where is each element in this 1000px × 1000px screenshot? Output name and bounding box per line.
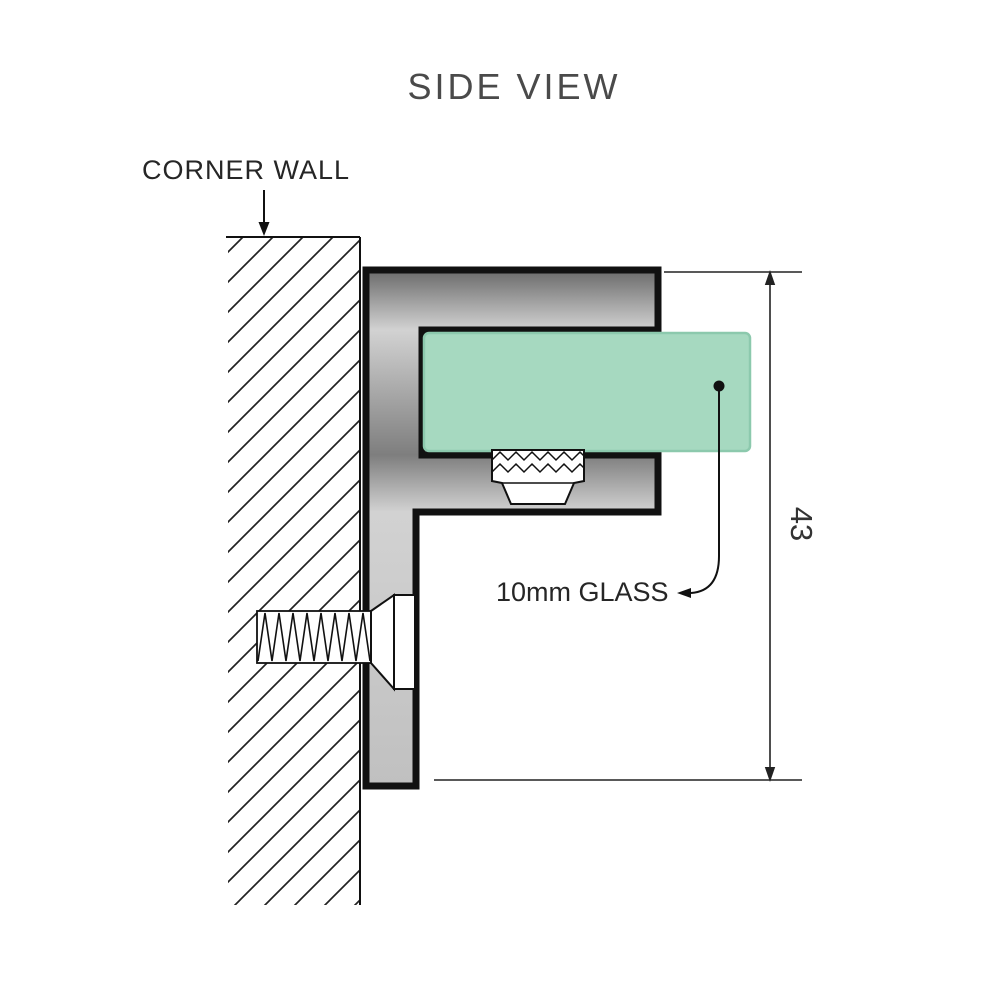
- glass-leader-arrow-icon: [677, 588, 691, 598]
- wall-screw: [256, 593, 416, 692]
- glass-label: 10mm GLASS: [496, 577, 669, 607]
- wall-screw-shaft: [256, 610, 372, 664]
- bracket-profile: [362, 266, 662, 790]
- wall-section-hatch: [228, 237, 360, 905]
- dimension-arrow-up-icon: [764, 270, 776, 285]
- grub-screw-body: [491, 449, 585, 505]
- glass-callout-dot: [713, 380, 725, 392]
- grub-screw-thread-line: [491, 462, 585, 474]
- glass-panel: [422, 331, 752, 453]
- page-title: SIDE VIEW: [407, 66, 620, 107]
- dimension-label: 43: [784, 507, 819, 541]
- grub-screw: [491, 449, 585, 505]
- glass-leader-line: [690, 391, 720, 594]
- corner-wall-arrow-icon: [258, 222, 270, 236]
- corner-wall-label: CORNER WALL: [142, 155, 350, 185]
- dimension-43: 43: [434, 270, 819, 782]
- dimension-arrow-down-icon: [764, 767, 776, 782]
- wall-screw-thread-line: [257, 612, 371, 662]
- wall-screw-head-face: [393, 594, 416, 690]
- grub-screw-thread-line: [491, 450, 585, 462]
